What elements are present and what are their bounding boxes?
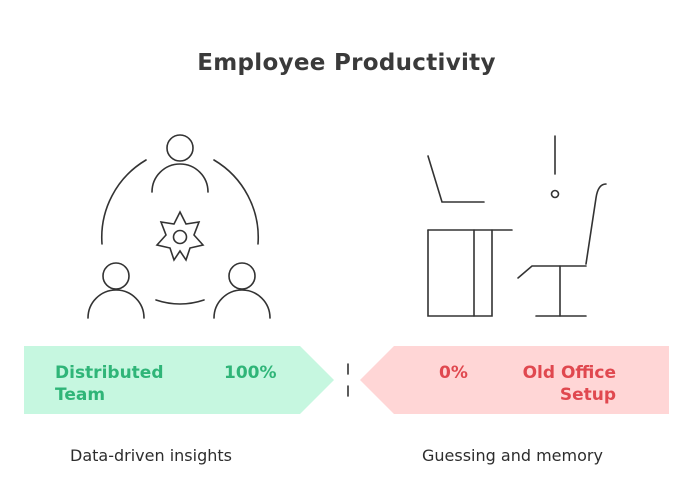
right-label-line2: Setup bbox=[559, 385, 616, 405]
left-label-line1: Distributed bbox=[55, 363, 164, 383]
left-caption: Data-driven insights bbox=[70, 446, 232, 465]
right-value: 0% bbox=[439, 363, 468, 383]
left-value: 100% bbox=[224, 363, 277, 383]
right-caption: Guessing and memory bbox=[422, 446, 603, 465]
team-collaboration-gear-icon bbox=[87, 134, 271, 319]
left-label-line2: Team bbox=[55, 385, 106, 405]
right-label-line1: Old Office bbox=[522, 363, 616, 383]
green-arrow bbox=[24, 346, 334, 414]
office-desk-chair-lamp-icon bbox=[427, 135, 607, 317]
red-arrow bbox=[360, 346, 669, 414]
diagram-title: Employee Productivity bbox=[197, 50, 496, 76]
right-label: Old Office Setup bbox=[523, 362, 616, 406]
left-label: Distributed Team bbox=[55, 362, 164, 406]
